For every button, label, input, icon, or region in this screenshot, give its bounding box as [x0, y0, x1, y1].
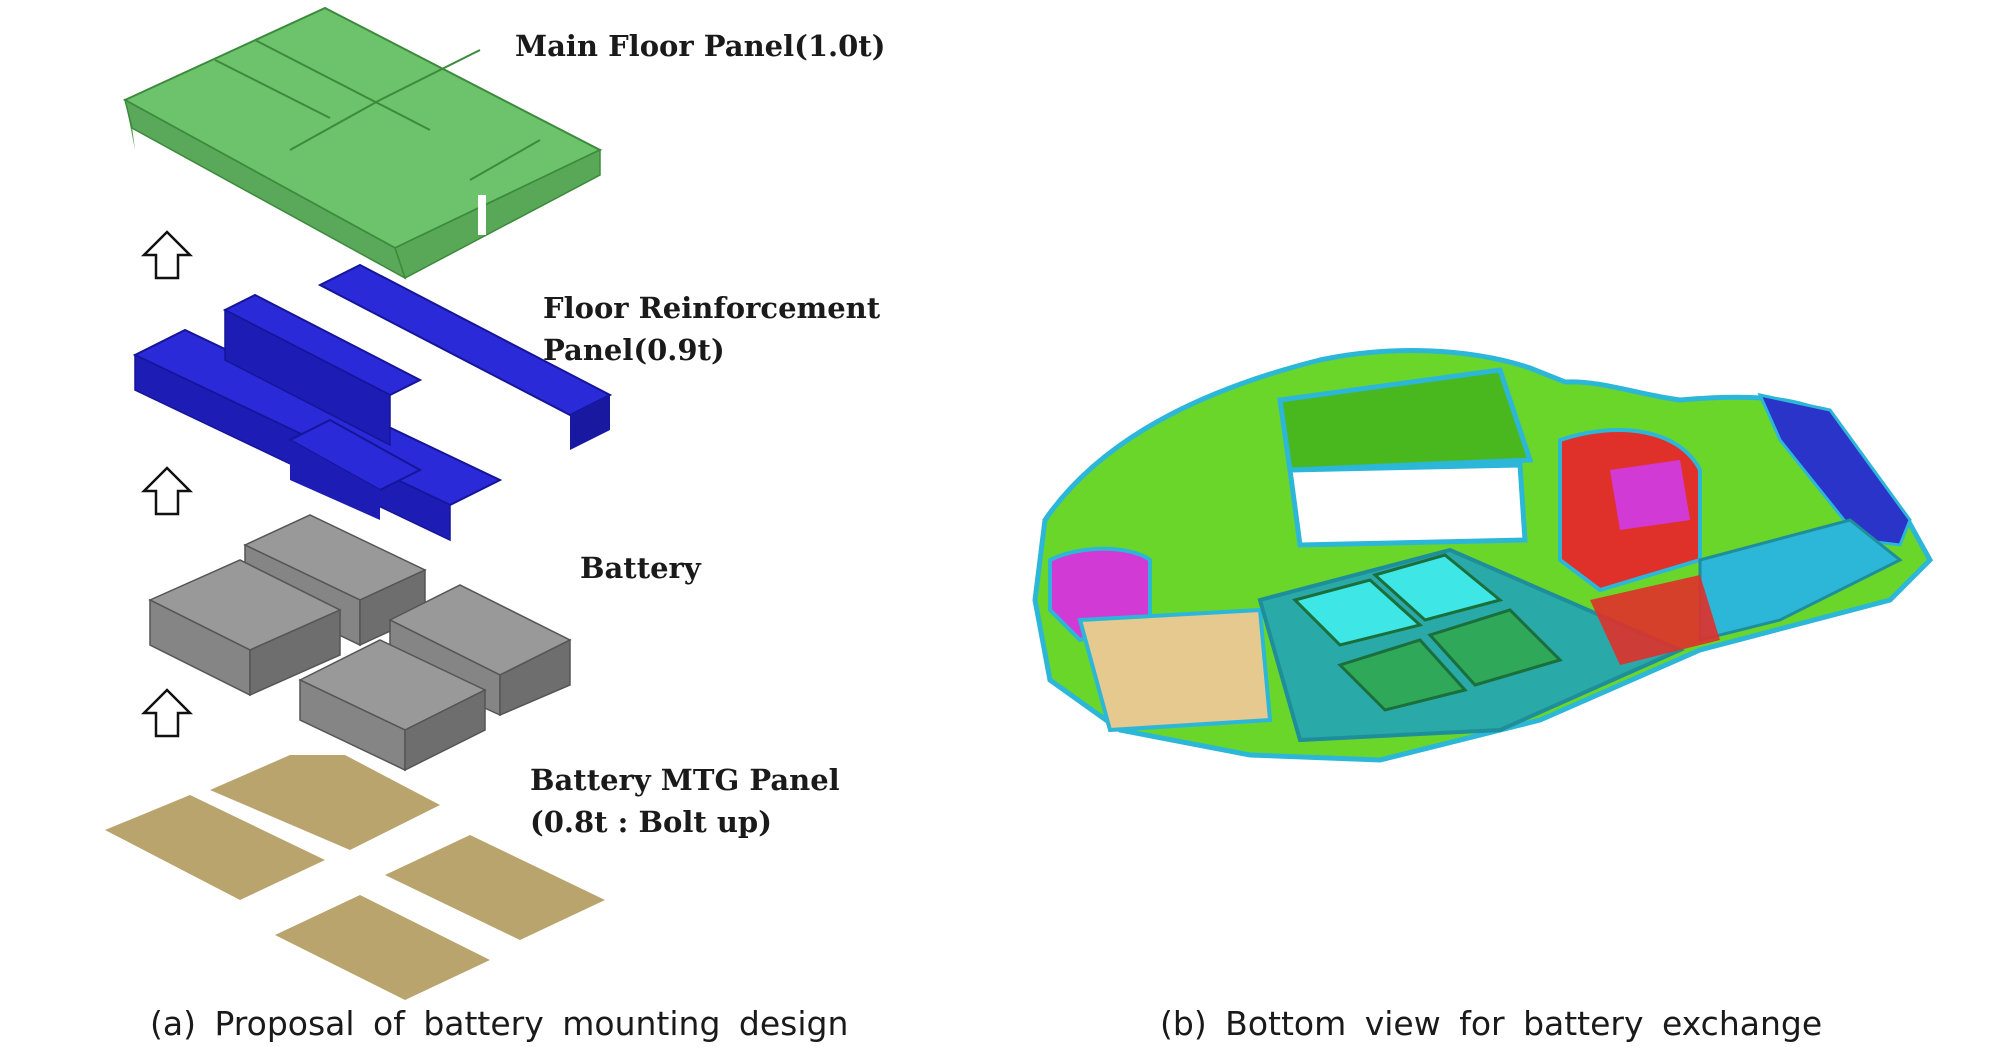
floor-reinforcement-label-line1: Floor Reinforcement [543, 291, 881, 325]
battery-mtg-panel-label-line2: (0.8t : Bolt up) [530, 805, 772, 839]
caption-b: (b) Bottom view for battery exchange [1160, 1004, 1823, 1043]
up-arrow-icon [140, 688, 194, 738]
main-floor-panel-label: Main Floor Panel(1.0t) [515, 29, 886, 63]
up-arrow-icon [140, 466, 194, 516]
battery-mtg-panel-label-line1: Battery MTG Panel [530, 763, 840, 797]
floor-reinforcement-label-line2: Panel(0.9t) [543, 333, 725, 367]
caption-a: (a) Proposal of battery mounting design [150, 1004, 849, 1043]
battery-label: Battery [580, 551, 701, 585]
main-floor-panel [122, 6, 603, 280]
car-body-model [1032, 348, 1934, 763]
floor-reinforcement-panel [132, 263, 613, 542]
battery-mtg-panels [105, 755, 605, 1000]
up-arrow-icon [140, 230, 194, 280]
battery-modules [148, 514, 572, 772]
